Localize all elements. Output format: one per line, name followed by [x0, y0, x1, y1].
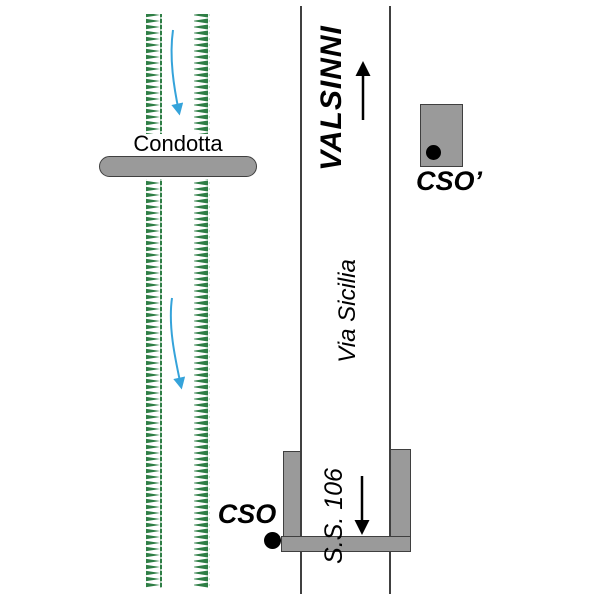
flow-arrow-upper [170, 29, 184, 116]
condotta-label: Condotta [133, 131, 223, 156]
cso-label: CSO [217, 498, 277, 529]
valsinni-label: VALSINNI [315, 25, 348, 171]
cso-point-dot [264, 532, 281, 549]
culvert-wall-right [390, 449, 411, 550]
canal-left-bank-upper [146, 14, 162, 134]
cso-prime-structure [420, 104, 463, 167]
flow-arrow-lower [169, 297, 186, 390]
culvert-wall-left [283, 451, 301, 540]
canal-right-bank-upper [194, 14, 210, 134]
via-sicilia-label: Via Sicilia [334, 259, 361, 363]
canal-left-bank-lower [146, 179, 162, 588]
cso-prime-label: CSO’ [416, 165, 483, 196]
canal-right-bank-lower [194, 179, 210, 588]
condotta-pipe-bar [99, 156, 257, 177]
conduit-crossing-bar [281, 536, 411, 552]
cso-prime-point-dot [426, 145, 441, 160]
ss106-label: S.S. 106 [319, 468, 348, 564]
